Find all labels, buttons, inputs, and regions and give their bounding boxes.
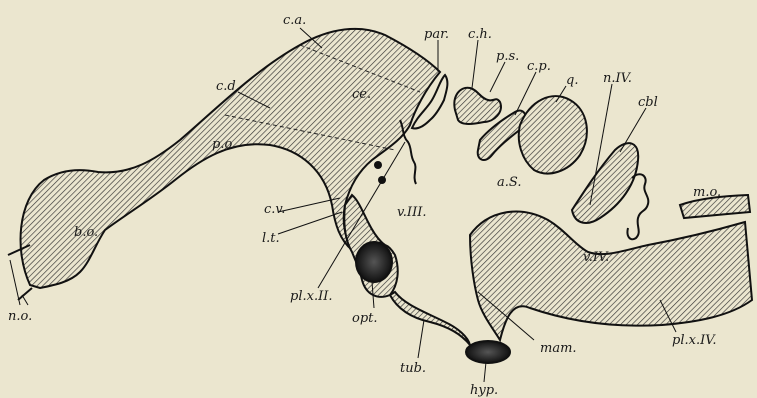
label-po: p.o. bbox=[212, 137, 236, 152]
label-cp: c.p. bbox=[527, 59, 551, 74]
label-v4: v.IV. bbox=[583, 250, 609, 265]
label-ps: p.s. bbox=[496, 49, 519, 64]
label-ca: c.a. bbox=[283, 13, 306, 28]
optic-lobe bbox=[519, 96, 587, 173]
label-n4: n.IV. bbox=[603, 71, 632, 86]
label-no: n.o. bbox=[8, 309, 32, 324]
tuber-cinereum bbox=[390, 292, 470, 345]
leader-no-2 bbox=[22, 295, 28, 305]
label-cbl: cbl bbox=[638, 95, 658, 110]
label-as: a.S. bbox=[497, 175, 521, 190]
label-ce: ce. bbox=[352, 87, 371, 102]
leader-ch bbox=[472, 40, 478, 88]
label-tub: tub. bbox=[400, 361, 426, 376]
leader-lt bbox=[278, 212, 342, 234]
label-plx4: pl.x.IV. bbox=[672, 333, 716, 348]
label-mo: m.o. bbox=[693, 185, 721, 200]
label-cv: c.v. bbox=[264, 202, 285, 217]
label-lt: l.t. bbox=[262, 231, 280, 246]
label-hyp: hyp. bbox=[470, 383, 498, 398]
label-opt: opt. bbox=[352, 311, 378, 326]
optic-chiasma bbox=[356, 242, 392, 282]
hypophysis bbox=[466, 341, 510, 363]
label-q: q. bbox=[566, 73, 578, 88]
label-cd: c.d. bbox=[216, 79, 240, 94]
label-v3: v.III. bbox=[397, 205, 426, 220]
leader-ps bbox=[490, 62, 505, 92]
cv-node-1 bbox=[374, 161, 382, 169]
leader-no-1 bbox=[10, 260, 20, 305]
midbrain-floor bbox=[470, 212, 752, 340]
label-plx3: pl.x.II. bbox=[290, 289, 332, 304]
label-bo: b.o. bbox=[74, 225, 98, 240]
label-ch: c.h. bbox=[468, 27, 492, 42]
habenular-commissure bbox=[454, 88, 501, 124]
label-mam: mam. bbox=[540, 341, 577, 356]
label-par: par. bbox=[424, 27, 449, 42]
leader-tub bbox=[418, 320, 424, 358]
cerebellum bbox=[572, 143, 638, 223]
leader-hyp bbox=[484, 362, 486, 382]
olfactory-nerve-lower bbox=[18, 288, 32, 300]
leader-cv bbox=[278, 198, 340, 212]
